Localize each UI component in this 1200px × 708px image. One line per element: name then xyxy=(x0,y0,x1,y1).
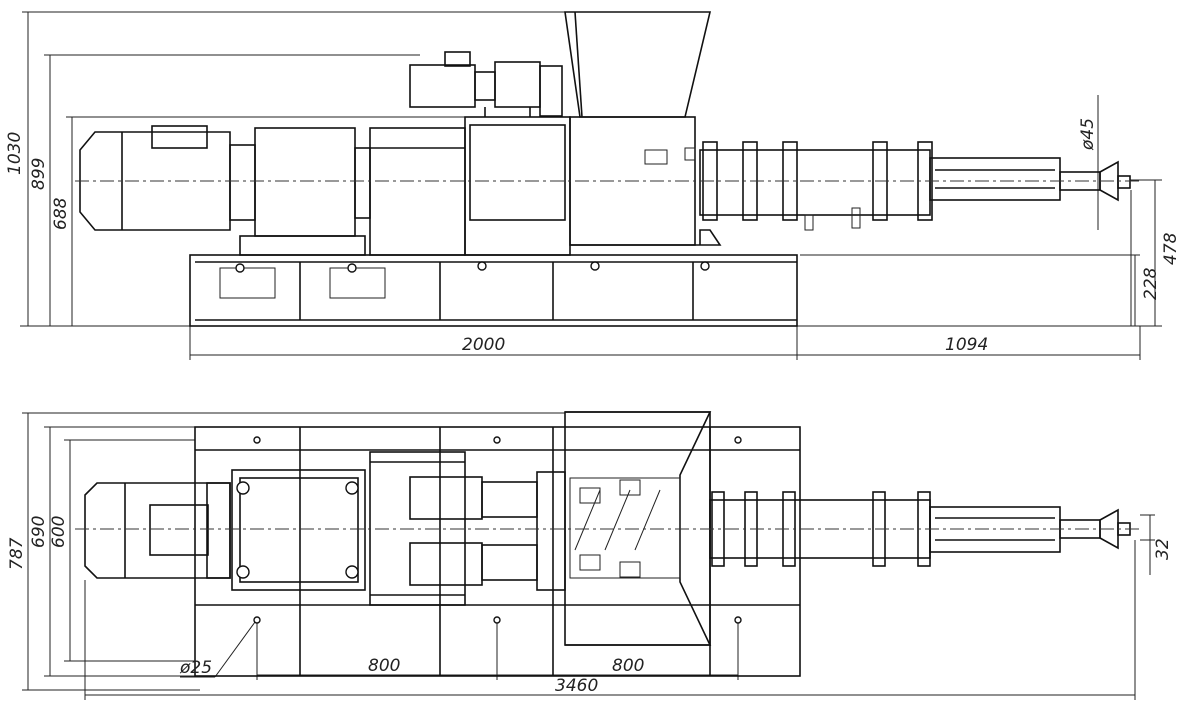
top-gearbox xyxy=(231,469,366,591)
dim-hopper-height: 899 xyxy=(29,158,49,190)
mounting-holes xyxy=(253,436,742,624)
dim-hole-pitch-1: 800 xyxy=(368,656,400,676)
screw-housing xyxy=(464,116,722,256)
dim-motor-height: 688 xyxy=(51,197,71,230)
top-screw-housing xyxy=(564,411,712,646)
dim-frame-width: 690 xyxy=(29,516,49,548)
dim-overall-height: 1030 xyxy=(5,132,25,175)
dim-axis-height: 478 xyxy=(1161,232,1181,265)
dim-frame-length: 2000 xyxy=(462,335,505,355)
barrel xyxy=(699,141,1061,231)
frame-bolts xyxy=(235,261,710,273)
top-view-dimension-lines xyxy=(22,412,1155,700)
top-main-motor xyxy=(84,482,231,579)
dim-frame-height: 228 xyxy=(1141,267,1161,300)
side-view: 1030 899 688 ø45 478 228 2000 1094 xyxy=(5,11,1181,360)
dim-overall-length: 3460 xyxy=(555,676,598,696)
dim-hole-spacing-width: 600 xyxy=(49,516,69,548)
main-motor xyxy=(79,125,256,231)
dim-hole-diameter: ø25 xyxy=(179,658,212,678)
dim-nozzle-diameter: ø45 xyxy=(1078,118,1098,151)
feed-motor xyxy=(409,51,563,117)
dim-nozzle-size: 32 xyxy=(1153,538,1173,560)
hopper xyxy=(564,11,712,118)
twin-feed-motors xyxy=(409,471,566,591)
side-view-dimension-lines xyxy=(20,11,1162,360)
dim-overall-width: 787 xyxy=(7,537,27,570)
coupling-housing xyxy=(369,127,466,256)
top-view: 787 690 600 32 ø25 800 800 3460 xyxy=(7,411,1173,700)
gearbox xyxy=(239,127,371,256)
dim-overhang-length: 1094 xyxy=(945,335,988,355)
dim-hole-pitch-2: 800 xyxy=(612,656,644,676)
base-frame xyxy=(189,254,798,327)
top-base-frame xyxy=(194,426,801,677)
